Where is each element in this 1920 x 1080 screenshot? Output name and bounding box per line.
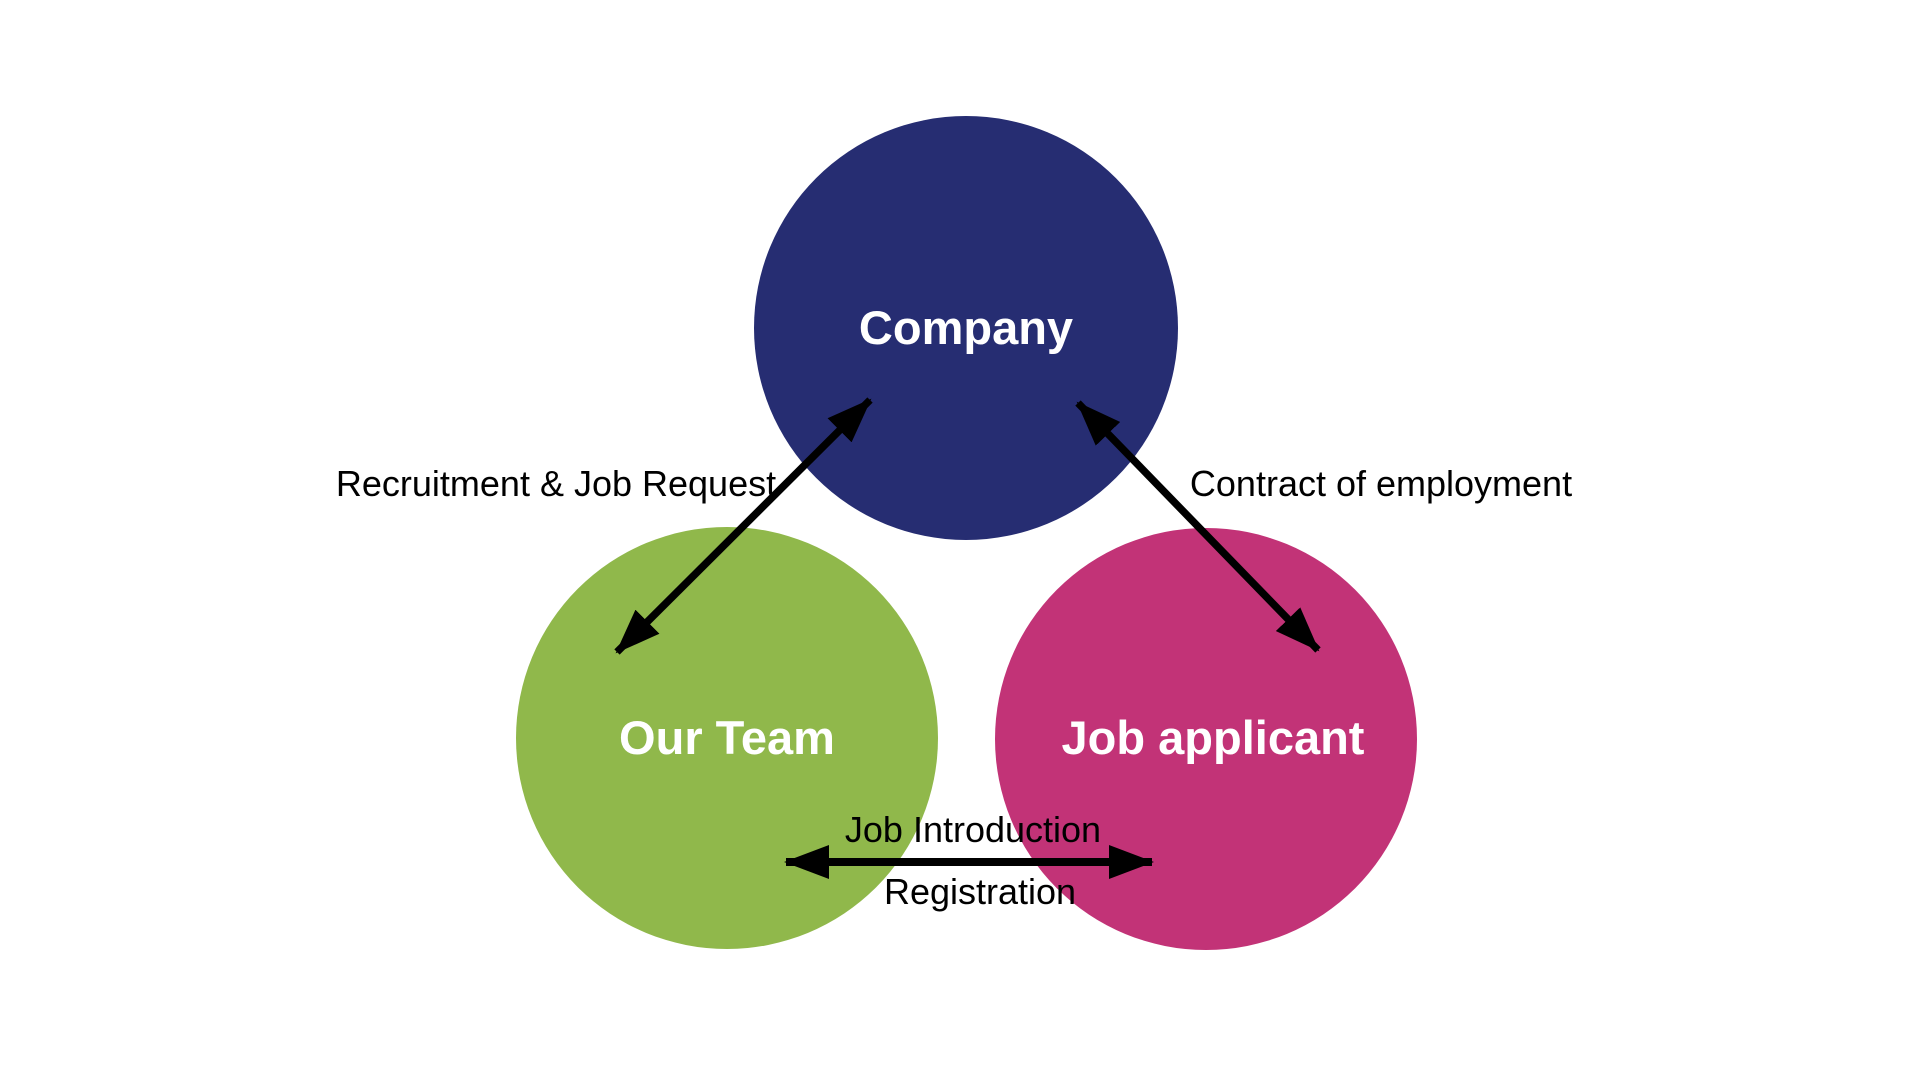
node-our-team-label: Our Team — [619, 711, 835, 764]
node-job-applicant-label: Job applicant — [1062, 711, 1365, 764]
edge-label-recruitment-job-request: Recruitment & Job Request — [336, 463, 776, 504]
arrow-company-applicant — [1075, 400, 1321, 653]
edge-label-contract-of-employment: Contract of employment — [1190, 463, 1572, 504]
arrow-team-company — [614, 397, 873, 655]
node-company-label: Company — [859, 301, 1073, 354]
edge-label-job-introduction: Job Introduction — [845, 809, 1101, 850]
edge-label-registration: Registration — [884, 871, 1076, 912]
